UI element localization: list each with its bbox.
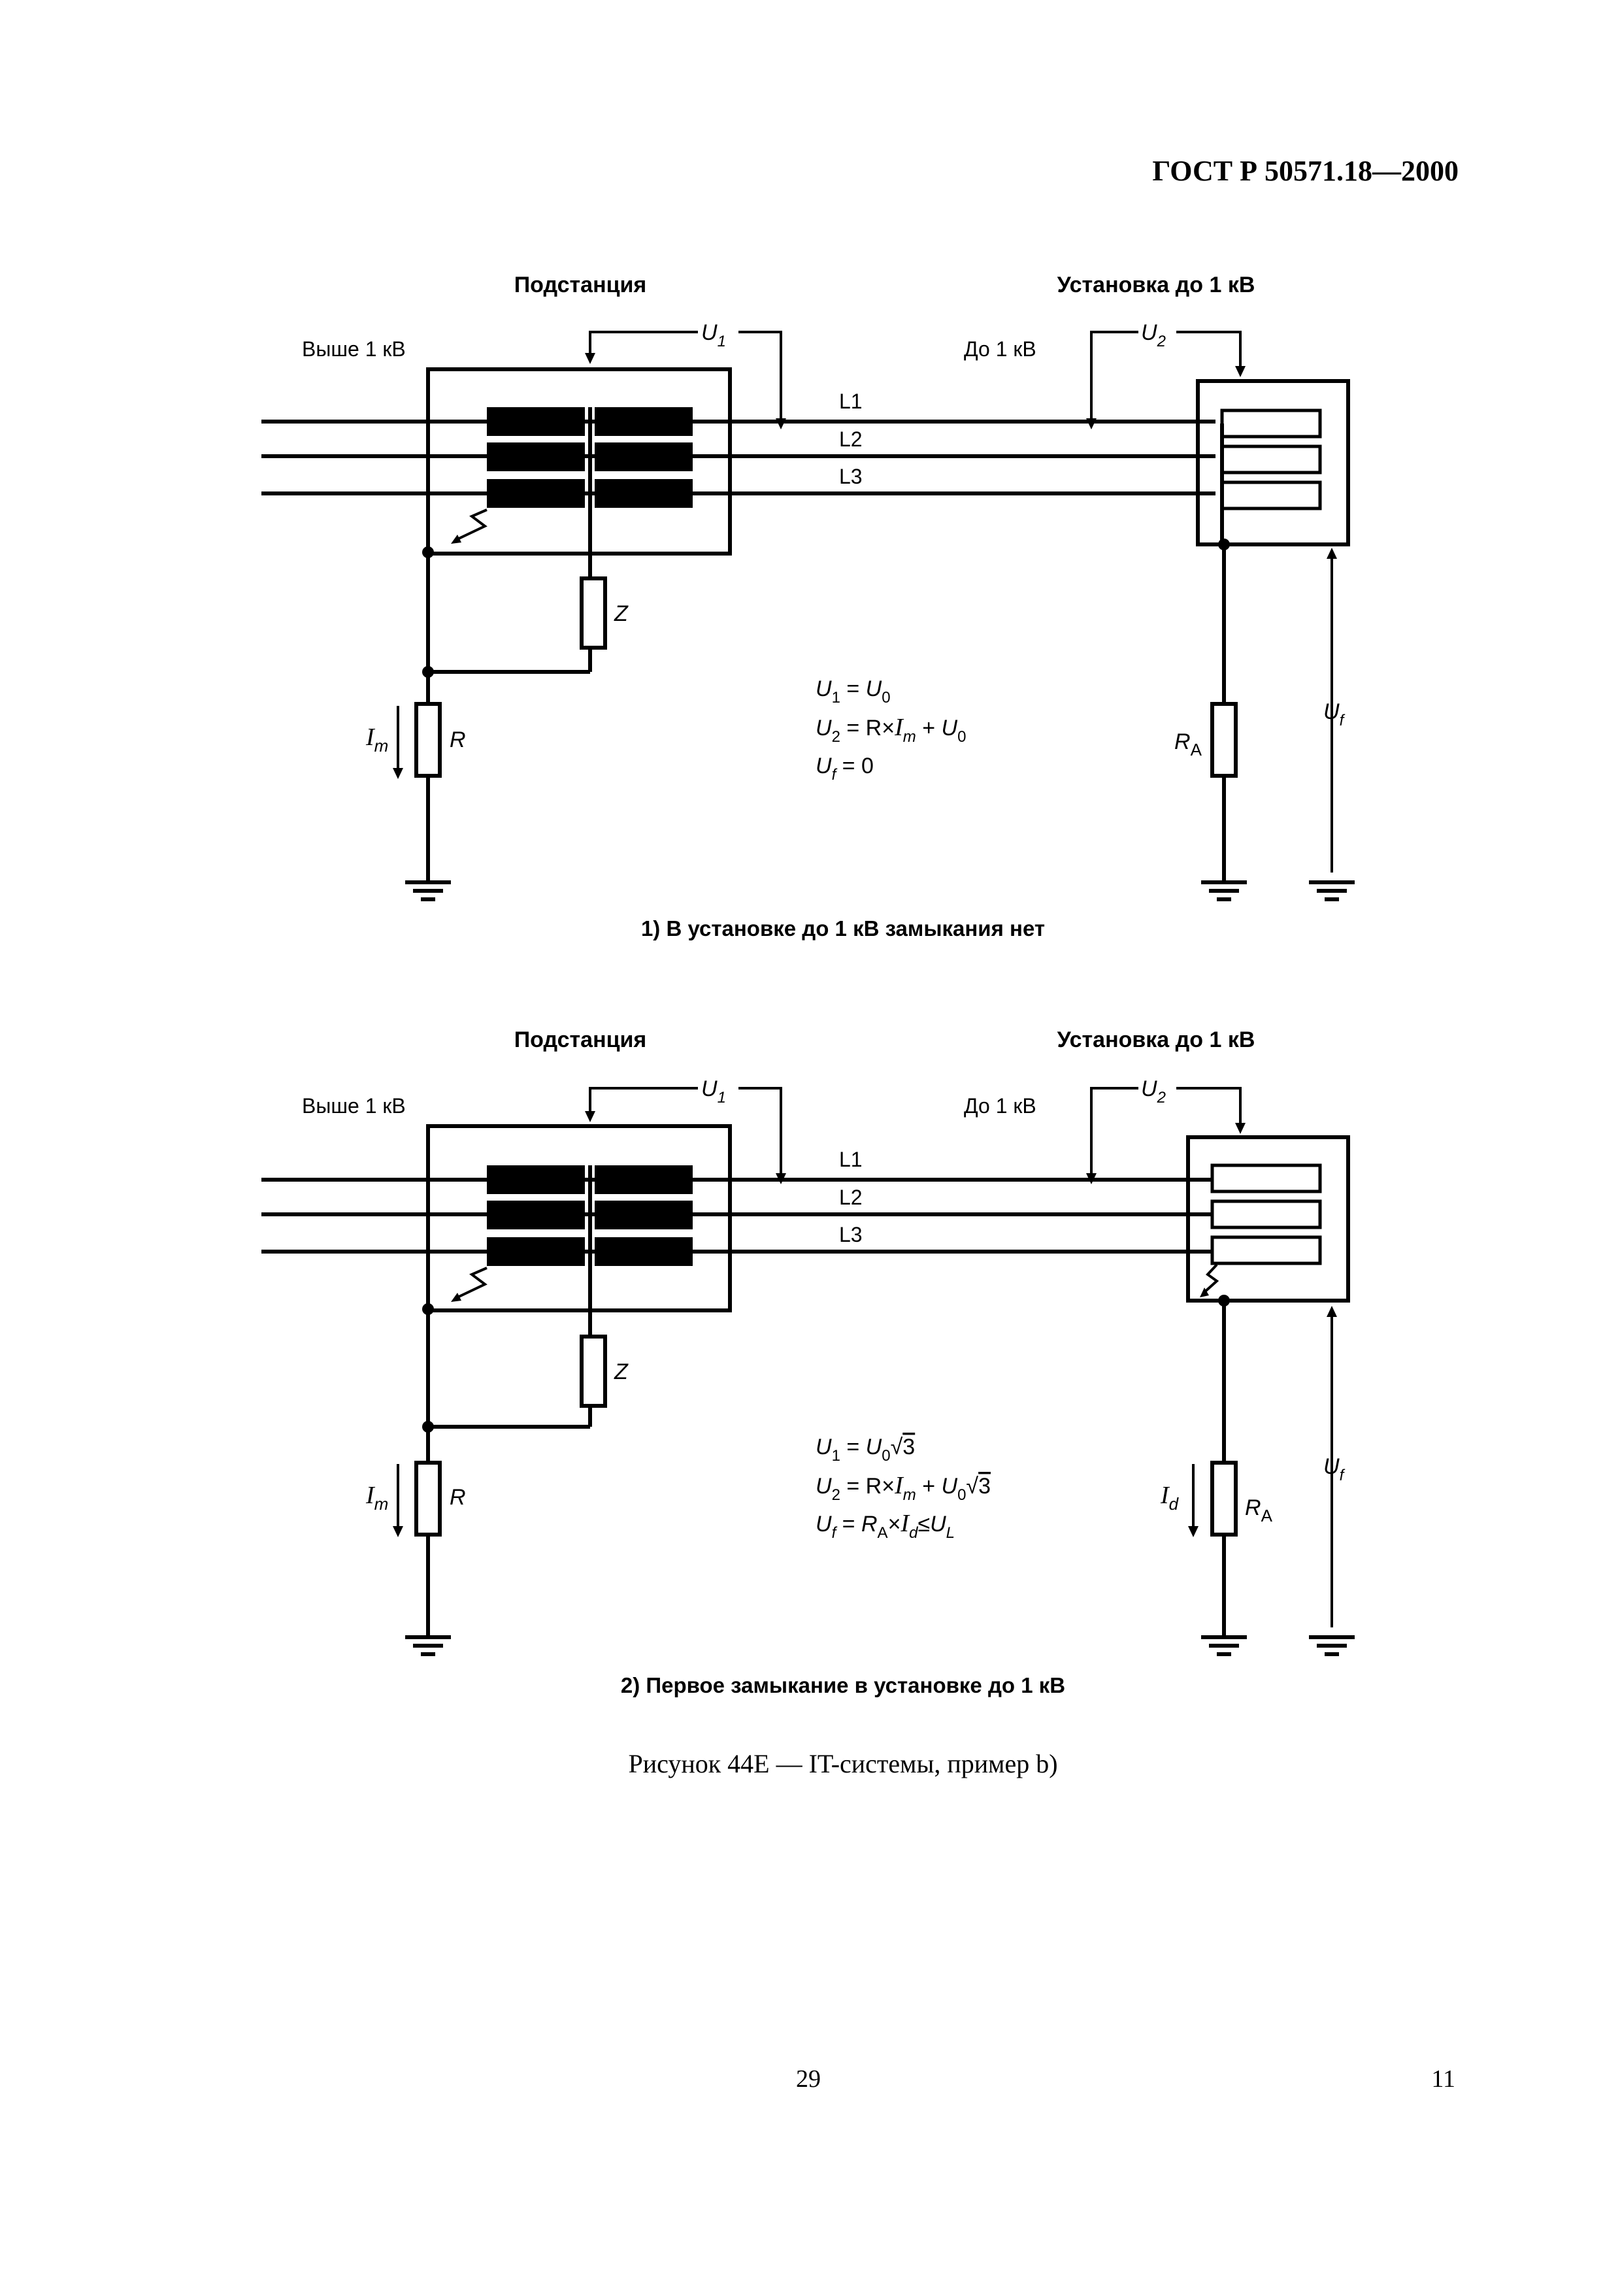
load-element-l3 (1220, 480, 1322, 510)
impedance-z (580, 576, 607, 650)
ground-symbol (405, 1635, 451, 1656)
load-element-l1 (1210, 1163, 1322, 1193)
page-number-center: 29 (796, 2065, 821, 2093)
line-l2-label: L2 (839, 1186, 863, 1209)
load-element-l1 (1220, 408, 1322, 439)
substation-label: Подстанция (514, 1027, 647, 1052)
load-element-l2 (1220, 444, 1322, 474)
line-l1-label: L1 (839, 390, 863, 413)
uf-label: Uf (1323, 699, 1346, 729)
r-label: R (450, 727, 466, 752)
internal-fault-symbol (457, 508, 488, 541)
internal-fault-symbol (457, 1267, 488, 1299)
z-label: Z (614, 601, 629, 626)
installation-label: Установка до 1 кВ (1057, 273, 1255, 297)
equation-1: U1 = U0√3 (816, 1435, 915, 1465)
subfigure-caption: 2) Первое замыкание в установке до 1 кВ (621, 1673, 1065, 1697)
ground-symbol (405, 880, 451, 901)
transformer-windings (487, 1165, 693, 1266)
equation-2: U2 = R×Im + U0√3 (816, 1472, 991, 1504)
ground-symbol (1201, 880, 1247, 901)
z-label: Z (614, 1359, 629, 1384)
resistor-r (414, 702, 442, 778)
equation-1: U1 = U0 (816, 676, 891, 707)
diagram-1: Подстанция Установка до 1 кВ Выше 1 кВ Д… (261, 273, 1355, 940)
up-to-1kv-label: До 1 кВ (964, 1094, 1036, 1118)
u1-label: U1 (701, 320, 726, 350)
im-label: Im (365, 724, 388, 756)
standard-id: ГОСТ Р 50571.18—2000 (1152, 155, 1459, 187)
id-label: Id (1160, 1482, 1180, 1514)
above-1kv-label: Выше 1 кВ (302, 337, 406, 361)
u1-indicator: U1 (585, 320, 786, 429)
ground-symbol (1309, 880, 1355, 901)
junction-node (422, 546, 434, 558)
installation-box (1186, 1135, 1350, 1303)
load-element-l3 (1210, 1235, 1322, 1265)
ground-symbol (1201, 1635, 1247, 1656)
load-element-l2 (1210, 1199, 1322, 1229)
installation-label: Установка до 1 кВ (1057, 1027, 1255, 1052)
figure-caption: Рисунок 44Е — IT-системы, пример b) (628, 1749, 1057, 1778)
line-l3-label: L3 (839, 1223, 863, 1246)
resistor-ra (1210, 1461, 1238, 1537)
r-label: R (450, 1485, 466, 1510)
equation-3: Uf = RA×Id≤UL (816, 1510, 955, 1542)
im-label: Im (365, 1482, 388, 1514)
impedance-z (580, 1335, 607, 1408)
transformer-windings (487, 407, 693, 508)
u1-label: U1 (701, 1076, 726, 1106)
page-number-right: 11 (1431, 2065, 1455, 2093)
u1-indicator: U1 (585, 1076, 786, 1184)
line-l3-label: L3 (839, 465, 863, 488)
substation-label: Подстанция (514, 273, 647, 297)
above-1kv-label: Выше 1 кВ (302, 1094, 406, 1118)
subfigure-caption: 1) В установке до 1 кВ замыкания нет (641, 916, 1045, 940)
up-to-1kv-label: До 1 кВ (964, 337, 1036, 361)
equation-2: U2 = R×Im + U0 (816, 714, 966, 746)
line-l1-label: L1 (839, 1148, 863, 1171)
equation-3: Uf = 0 (816, 754, 874, 784)
substation-box (426, 1124, 732, 1312)
resistor-r (414, 1461, 442, 1537)
uf-label: Uf (1323, 1454, 1346, 1484)
u2-label: U2 (1141, 1076, 1166, 1106)
fault-symbol (1202, 1263, 1219, 1294)
diagram-2: Подстанция Установка до 1 кВ Выше 1 кВ Д… (261, 1027, 1355, 1697)
ground-symbol (1309, 1635, 1355, 1656)
resistor-ra (1210, 702, 1238, 778)
junction-node (422, 1303, 434, 1315)
installation-box (1196, 379, 1350, 546)
ra-label: RA (1245, 1495, 1273, 1525)
substation-box (426, 367, 732, 556)
line-l2-label: L2 (839, 427, 863, 451)
ra-label: RA (1174, 729, 1202, 759)
u2-label: U2 (1141, 320, 1166, 350)
